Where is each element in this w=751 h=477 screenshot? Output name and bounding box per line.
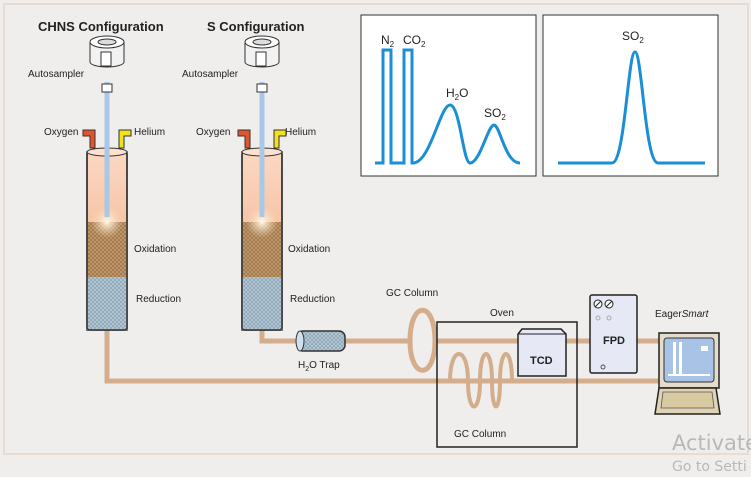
gc-column-top-label: GC Column bbox=[386, 288, 438, 299]
oven-label: Oven bbox=[490, 308, 514, 319]
s-autosampler-label: Autosampler bbox=[182, 69, 239, 80]
laptop-computer bbox=[654, 332, 721, 415]
chns-helium-label: Helium bbox=[134, 127, 165, 138]
chns-chromatogram: N2 CO2 H2O SO2 bbox=[360, 14, 537, 177]
s-helium-label: Helium bbox=[285, 127, 316, 138]
s-oxidation-label: Oxidation bbox=[288, 244, 330, 255]
s-reduction-label: Reduction bbox=[290, 294, 335, 305]
fpd-detector: FPD bbox=[589, 294, 638, 374]
chns-title: CHNS Configuration bbox=[38, 19, 164, 34]
chns-reduction-label: Reduction bbox=[136, 294, 181, 305]
svg-text:CO2: CO2 bbox=[403, 33, 426, 49]
h2o-trap-label: H2O Trap bbox=[298, 360, 340, 373]
chns-oxygen-label: Oxygen bbox=[44, 127, 78, 138]
oven-box bbox=[436, 321, 578, 448]
activation-watermark-settings: Go to Setti bbox=[672, 459, 747, 475]
svg-text:SO2: SO2 bbox=[484, 106, 506, 122]
tcd-detector: TCD bbox=[517, 328, 567, 377]
svg-text:TCD: TCD bbox=[530, 355, 553, 367]
eagersmart-label: EagerSmart bbox=[655, 309, 710, 320]
s-title: S Configuration bbox=[207, 19, 305, 34]
chns-autosampler-label: Autosampler bbox=[28, 69, 85, 80]
svg-text:FPD: FPD bbox=[603, 335, 625, 347]
svg-text:N2: N2 bbox=[381, 33, 395, 49]
chns-oxidation-label: Oxidation bbox=[134, 244, 176, 255]
activation-watermark: Activate bbox=[672, 431, 751, 455]
h2o-trap bbox=[295, 330, 346, 352]
s-chromatogram: SO2 bbox=[542, 14, 719, 177]
svg-text:H2O: H2O bbox=[446, 86, 468, 102]
svg-text:SO2: SO2 bbox=[622, 29, 644, 45]
s-oxygen-label: Oxygen bbox=[196, 127, 230, 138]
gc-column-oven-label: GC Column bbox=[454, 429, 506, 440]
